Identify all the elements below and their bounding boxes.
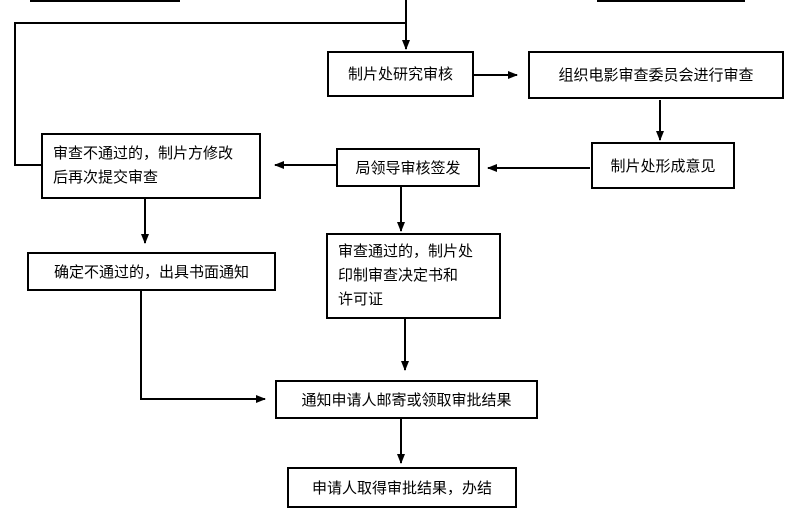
node-committee-review: 组织电影审查委员会进行审查 — [528, 51, 784, 99]
arrow-notice-to-notify — [140, 289, 266, 403]
node-fail-revise: 审查不通过的，制片方修改 后再次提交审查 — [41, 133, 261, 199]
node-notify-applicant: 通知申请人邮寄或领取审批结果 — [275, 380, 538, 419]
node-fail-notice: 确定不通过的，出具书面通知 — [27, 252, 276, 291]
node-bureau-sign: 局领导审核签发 — [336, 148, 480, 187]
fail-revise-line-2: 后再次提交审查 — [53, 168, 159, 186]
pass-issue-line-2: 印制审查决定书和 — [338, 266, 459, 284]
node-applicant-obtain: 申请人取得审批结果，办结 — [287, 467, 517, 508]
arrow-resubmit-loop — [14, 22, 406, 166]
pass-issue-line-1: 审查通过的，制片处 — [338, 242, 474, 260]
fail-revise-line-1: 审查不通过的，制片方修改 — [53, 144, 234, 162]
node-pass-issue: 审查通过的，制片处 印制审查决定书和 许可证 — [326, 233, 501, 319]
node-film-office-review: 制片处研究审核 — [327, 51, 474, 97]
pass-issue-line-3: 许可证 — [338, 290, 384, 308]
node-film-office-opinion: 制片处形成意见 — [591, 142, 735, 189]
